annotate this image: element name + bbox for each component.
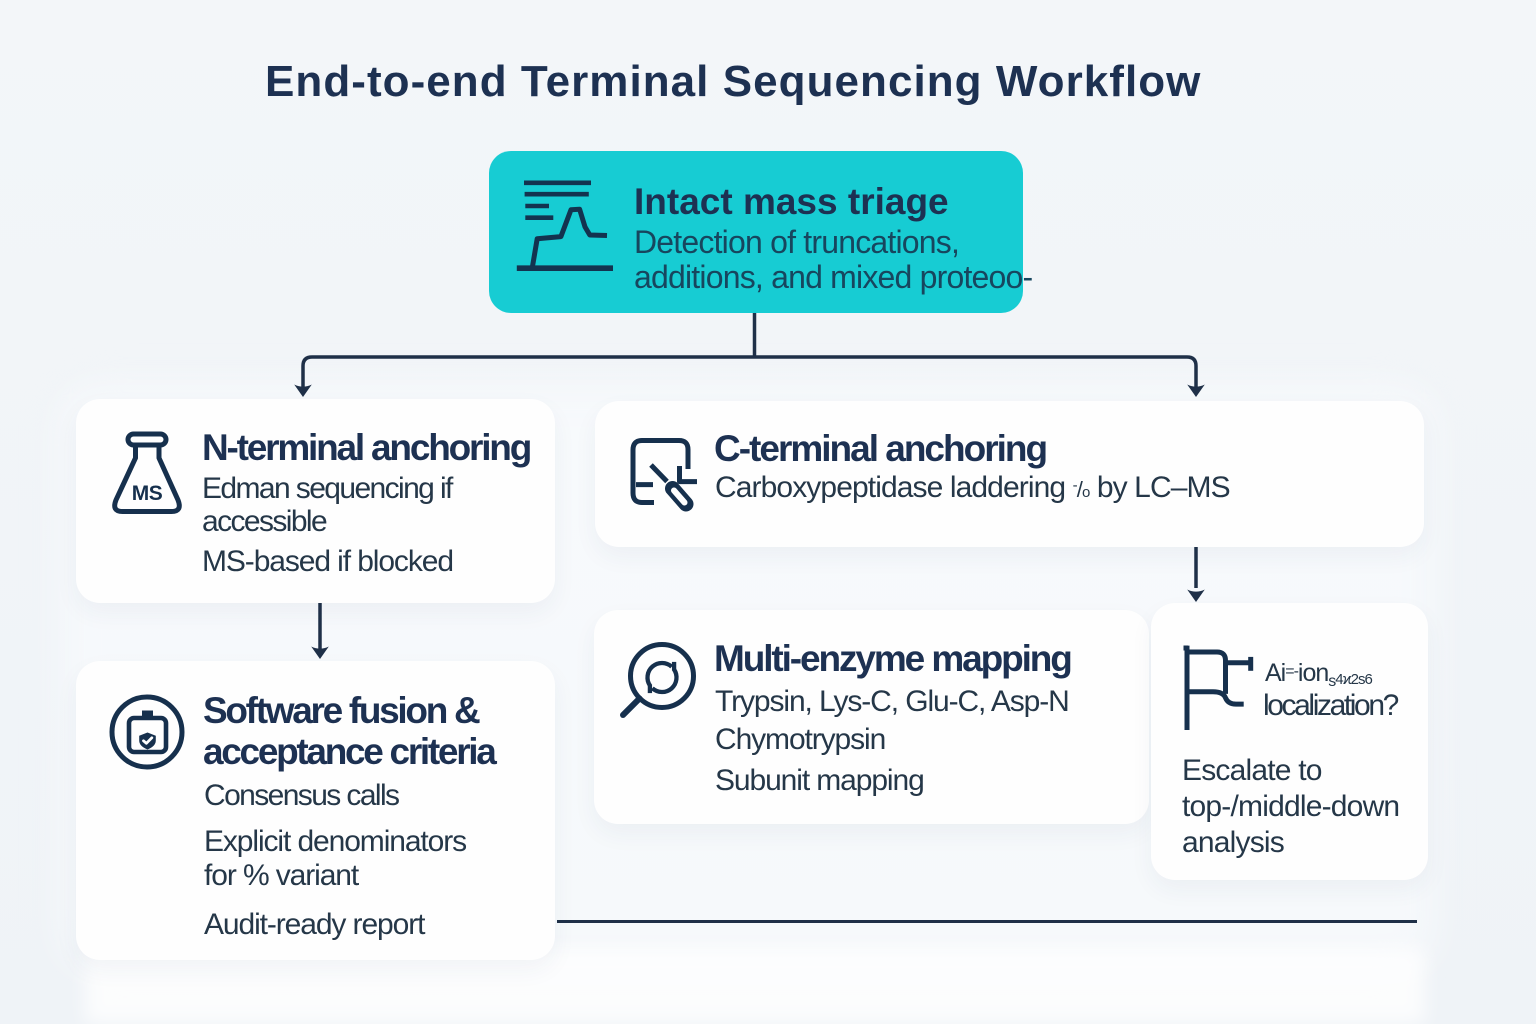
svg-text:MS: MS bbox=[132, 482, 163, 505]
